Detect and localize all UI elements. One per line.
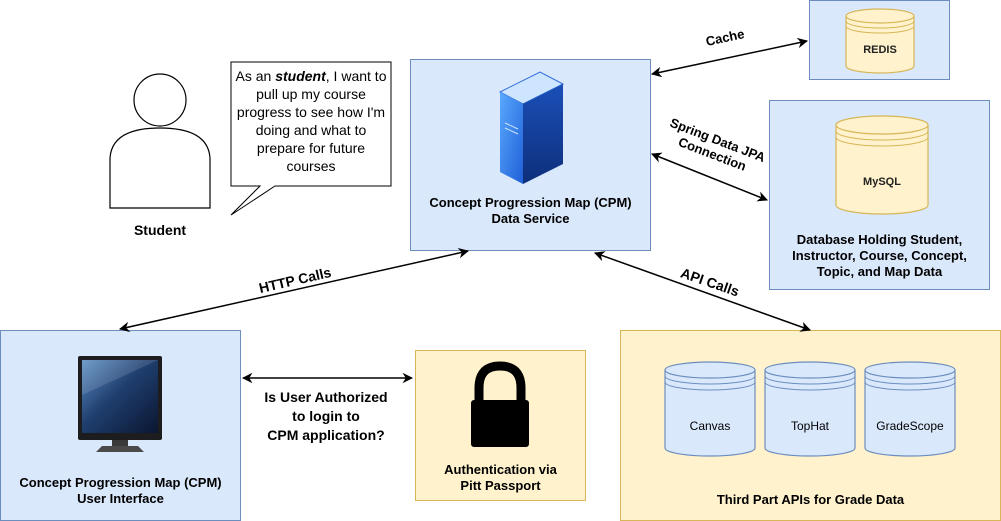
- speech-bubble: [230, 61, 392, 216]
- redis-label: REDIS: [863, 44, 897, 56]
- cache-edge[interactable]: [650, 37, 809, 78]
- authorized-edge-label: Is User Authorized to login to CPM appli…: [236, 388, 416, 445]
- monitor-icon: [78, 356, 162, 452]
- mysql-cylinder-label: MySQL: [863, 176, 901, 188]
- authentication-label-line2: Pitt Passport: [460, 478, 541, 493]
- third-party-apis-label: Third Part APIs for Grade Data: [716, 492, 905, 507]
- authentication-label-line1: Authentication via: [444, 462, 557, 477]
- tophat-cylinder-icon: [764, 361, 856, 457]
- cpm-data-service-label: Concept Progression Map (CPM) Data Servi…: [410, 195, 651, 227]
- mysql-database-label-line2: Instructor, Course, Concept,: [792, 248, 967, 263]
- mysql-database-label: Database Holding Student, Instructor, Co…: [769, 232, 990, 280]
- canvas-api-label: Canvas: [689, 419, 731, 433]
- cpm-data-service-label-line2: Data Service: [491, 211, 570, 226]
- mysql-database-label-line1: Database Holding Student,: [796, 232, 963, 247]
- canvas-cylinder-icon: [664, 361, 756, 457]
- mysql-cylinder-icon: [835, 115, 929, 215]
- speech-bubble-text-pre: As an: [235, 68, 276, 84]
- cpm-data-service-label-line1: Concept Progression Map (CPM): [429, 195, 632, 210]
- cpm-user-interface-label-line1: Concept Progression Map (CPM): [19, 475, 222, 490]
- authentication-label: Authentication via Pitt Passport: [415, 462, 586, 494]
- redis-cylinder-icon: [845, 8, 915, 74]
- student-label: Student: [133, 222, 187, 238]
- authorized-edge-label-line1: Is User Authorized: [264, 389, 388, 405]
- server-icon: [498, 71, 565, 184]
- speech-bubble-text-post: , I want to pull up my course progress t…: [236, 68, 387, 174]
- gradescope-cylinder-icon: [864, 361, 956, 457]
- jpa-edge[interactable]: [651, 152, 768, 202]
- padlock-icon: [471, 361, 529, 447]
- speech-bubble-text: As an student, I want to pull up my cour…: [232, 67, 390, 175]
- speech-bubble-text-emph: student: [275, 68, 326, 84]
- tophat-api-label: TopHat: [790, 419, 830, 433]
- cpm-user-interface-label: Concept Progression Map (CPM) User Inter…: [0, 475, 241, 507]
- gradescope-api-label: GradeScope: [876, 419, 944, 433]
- mysql-database-label-line3: Topic, and Map Data: [816, 264, 943, 279]
- student-icon: [109, 73, 211, 209]
- cpm-user-interface-label-line2: User Interface: [77, 491, 164, 506]
- api-edge[interactable]: [594, 251, 811, 332]
- authorized-edge-label-line2: to login to: [292, 408, 360, 424]
- http-edge[interactable]: [118, 247, 470, 333]
- authorized-edge-label-line3: CPM application?: [267, 427, 385, 443]
